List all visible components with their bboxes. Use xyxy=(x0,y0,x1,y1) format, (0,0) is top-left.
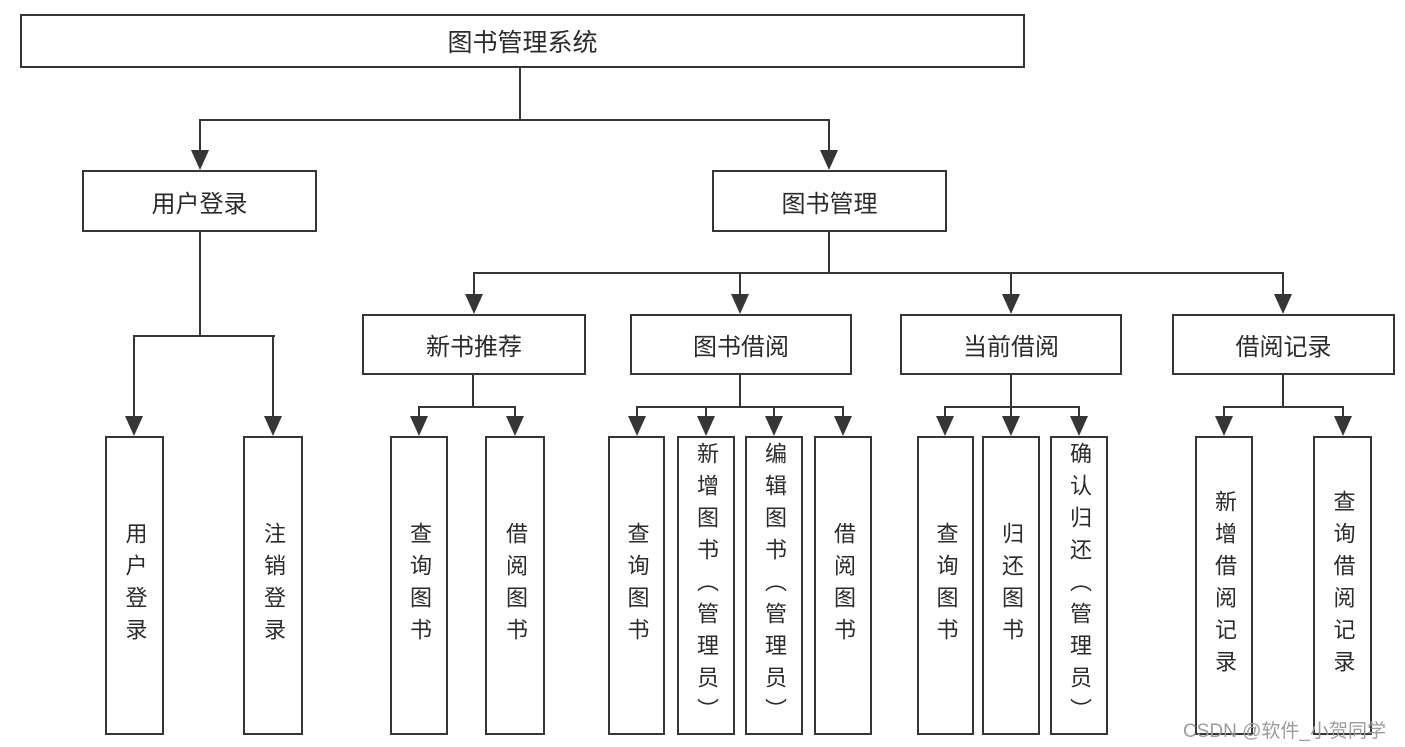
connector-book-borrow-stem xyxy=(739,375,741,406)
connector-user-login-stem xyxy=(199,232,201,335)
leaf-label: 用户登录 xyxy=(122,521,148,650)
node-label: 图书借阅 xyxy=(693,334,789,361)
connector-to-leaf-user-login xyxy=(133,335,135,417)
arrow-down-icon xyxy=(465,294,483,314)
connector-new-books-branch xyxy=(418,406,516,408)
node-label: 图书管理系统 xyxy=(447,29,598,57)
arrow-down-icon xyxy=(125,416,143,436)
arrow-down-icon xyxy=(697,416,715,436)
leaf-label: 编辑图书（管理员） xyxy=(762,441,787,730)
node-book-borrow: 图书借阅 xyxy=(630,314,852,375)
arrow-down-icon xyxy=(628,416,646,436)
leaf-edit-books-admin: 编辑图书（管理员） xyxy=(745,436,803,735)
connector-borrow-records-stem xyxy=(1282,375,1284,406)
connector-leaf-stem xyxy=(1342,406,1344,417)
node-label: 图书管理 xyxy=(781,190,878,218)
arrow-down-icon xyxy=(191,150,209,170)
arrow-down-icon xyxy=(765,416,783,436)
leaf-label: 查询图书 xyxy=(407,521,432,650)
arrow-down-icon xyxy=(1215,416,1233,436)
connector-leaf-stem xyxy=(1078,406,1080,417)
leaf-query-books-borrow: 查询图书 xyxy=(608,436,665,735)
csdn-watermark: CSDN @软件_小贺同学 xyxy=(1183,721,1386,742)
node-book-management: 图书管理 xyxy=(712,170,947,232)
arrow-down-icon xyxy=(264,416,282,436)
leaf-query-books-recommend: 查询图书 xyxy=(390,436,448,735)
leaf-borrow-books: 借阅图书 xyxy=(814,436,872,735)
connector-root-branch xyxy=(199,119,830,121)
arrow-down-icon xyxy=(820,150,838,170)
connector-book-mgmt-branch xyxy=(473,272,1284,274)
connector-borrow-records-branch xyxy=(1223,406,1344,408)
connector-leaf-stem xyxy=(418,406,420,417)
connector-book-borrow-branch xyxy=(636,406,844,408)
arrow-down-icon xyxy=(731,294,749,314)
leaf-label: 注销登录 xyxy=(261,521,286,650)
connector-to-borrow-records xyxy=(1282,272,1284,295)
connector-current-borrow-branch xyxy=(944,406,1080,408)
connector-leaf-stem xyxy=(773,406,775,417)
connector-leaf-stem xyxy=(842,406,844,417)
arrow-down-icon xyxy=(506,416,524,436)
leaf-return-books: 归还图书 xyxy=(982,436,1040,735)
leaf-label: 借阅图书 xyxy=(503,521,528,650)
node-new-book-recommend: 新书推荐 xyxy=(362,314,586,375)
leaf-query-borrow-record: 查询借阅记录 xyxy=(1313,436,1372,735)
connector-to-leaf-logout xyxy=(272,335,274,417)
connector-new-books-stem xyxy=(472,375,474,406)
connector-leaf-stem xyxy=(1223,406,1225,417)
connector-root-stem xyxy=(519,68,521,119)
node-current-borrow: 当前借阅 xyxy=(900,314,1122,375)
leaf-label: 借阅图书 xyxy=(831,521,856,650)
connector-to-book-borrow xyxy=(739,272,741,295)
leaf-borrow-books-recommend: 借阅图书 xyxy=(485,436,545,735)
leaf-label: 新增借阅记录 xyxy=(1212,489,1237,682)
leaf-label: 新增图书（管理员） xyxy=(694,441,719,730)
arrow-down-icon xyxy=(1274,294,1292,314)
arrow-down-icon xyxy=(1334,416,1352,436)
leaf-label: 查询图书 xyxy=(933,521,959,650)
leaf-label: 查询图书 xyxy=(624,521,650,650)
node-borrow-records: 借阅记录 xyxy=(1172,314,1395,375)
connector-user-login-branch xyxy=(133,335,275,337)
node-label: 用户登录 xyxy=(151,190,248,218)
node-label: 借阅记录 xyxy=(1235,334,1332,361)
leaf-label: 查询借阅记录 xyxy=(1330,489,1356,682)
connector-to-new-books xyxy=(473,272,475,295)
connector-to-current-borrow xyxy=(1010,272,1012,295)
leaf-label: 归还图书 xyxy=(999,521,1024,650)
arrow-down-icon xyxy=(1002,294,1020,314)
node-user-login: 用户登录 xyxy=(82,170,317,232)
leaf-query-books-current: 查询图书 xyxy=(917,436,974,735)
leaf-confirm-return-admin: 确认归还（管理员） xyxy=(1050,436,1108,735)
connector-to-user-login xyxy=(199,119,201,151)
arrow-down-icon xyxy=(410,416,428,436)
connector-leaf-stem xyxy=(1010,406,1012,417)
connector-leaf-stem xyxy=(514,406,516,417)
connector-book-mgmt-stem xyxy=(828,232,830,272)
connector-current-borrow-stem xyxy=(1010,375,1012,406)
leaf-add-borrow-record: 新增借阅记录 xyxy=(1195,436,1253,735)
node-library-management-system: 图书管理系统 xyxy=(20,14,1025,68)
arrow-down-icon xyxy=(1070,416,1088,436)
node-label: 新书推荐 xyxy=(426,334,522,361)
node-label: 当前借阅 xyxy=(963,334,1059,361)
connector-leaf-stem xyxy=(705,406,707,417)
leaf-logout: 注销登录 xyxy=(243,436,303,735)
arrow-down-icon xyxy=(1002,416,1020,436)
leaf-label: 确认归还（管理员） xyxy=(1067,441,1092,730)
connector-leaf-stem xyxy=(636,406,638,417)
leaf-add-books-admin: 新增图书（管理员） xyxy=(677,436,735,735)
connector-to-book-management xyxy=(828,119,830,151)
arrow-down-icon xyxy=(834,416,852,436)
leaf-user-login: 用户登录 xyxy=(105,436,164,735)
connector-leaf-stem xyxy=(944,406,946,417)
arrow-down-icon xyxy=(936,416,954,436)
